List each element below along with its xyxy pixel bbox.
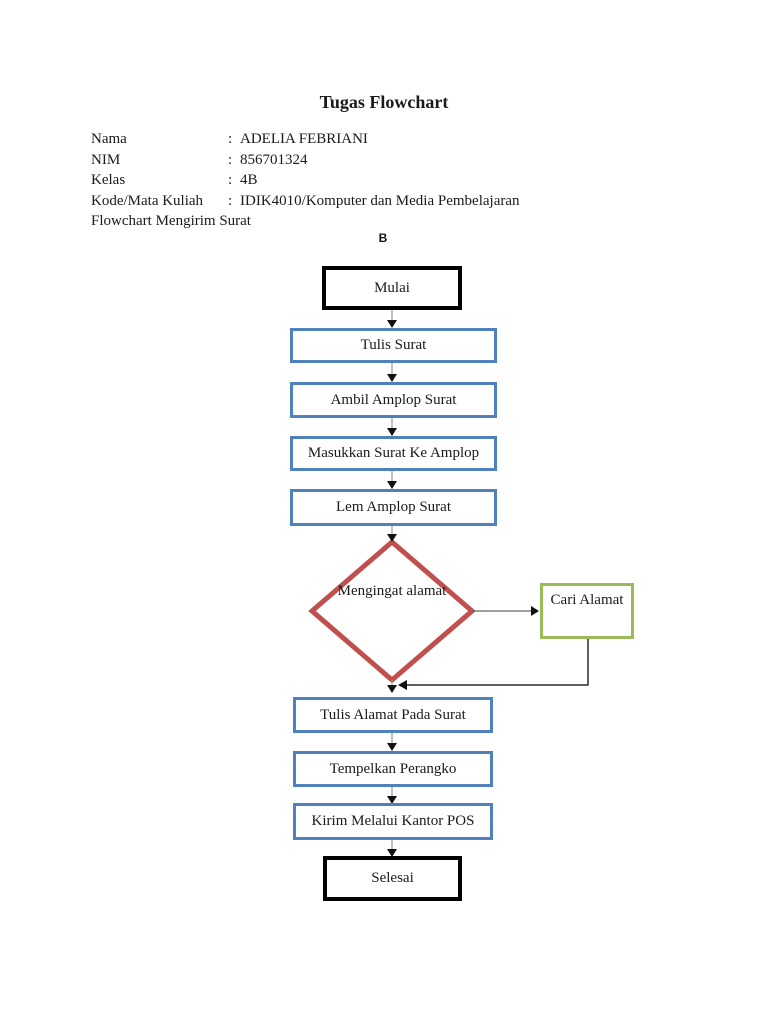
info-row-nama: Nama : ADELIA FEBRIANI (91, 129, 651, 150)
flow-node-lem-amplop: Lem Amplop Surat (290, 489, 497, 526)
page-title: Tugas Flowchart (319, 92, 449, 112)
info-colon: : (228, 131, 233, 147)
flow-node-masukkan-surat: Masukkan Surat Ke Amplop (290, 436, 497, 471)
flow-node-label: Lem Amplop Surat (336, 499, 451, 515)
flow-node-label: Masukkan Surat Ke Amplop (307, 445, 480, 461)
flow-node-label: Tempelkan Perangko (329, 760, 457, 777)
info-colon: : (228, 172, 233, 188)
info-row-nim: NIM : 856701324 (91, 150, 651, 171)
flow-node-label: Kirim Melalui Kantor POS (311, 813, 475, 829)
flow-node-mulai: Mulai (322, 266, 462, 310)
flow-node-label: Selesai (371, 870, 414, 886)
flow-node-cari-alamat: Cari Alamat (540, 583, 634, 639)
info-value: ADELIA FEBRIANI (240, 131, 368, 147)
info-label: Kode/Mata Kuliah (91, 192, 204, 209)
flow-node-kirim-kantor-pos: Kirim Melalui Kantor POS (293, 803, 493, 840)
section-label-b: B (378, 231, 388, 245)
info-colon: : (228, 151, 233, 168)
info-row-mata-kuliah: Kode/Mata Kuliah : IDIK4010/Komputer dan… (91, 191, 651, 212)
info-row-kelas: Kelas : 4B (91, 170, 651, 191)
flow-node-tempelkan-perangko: Tempelkan Perangko (293, 751, 493, 787)
flow-node-label: Tulis Alamat Pada Surat (320, 706, 466, 723)
info-label: Nama (91, 131, 127, 147)
flow-node-selesai: Selesai (323, 856, 462, 901)
info-label: Kelas (91, 172, 126, 188)
flow-node-mengingat-alamat-label: Mengingat alamat (312, 583, 472, 600)
flow-node-label: Cari Alamat (550, 592, 624, 608)
flowchart-subtitle: Flowchart Mengirim Surat (91, 213, 251, 229)
info-value: 856701324 (240, 151, 308, 168)
flow-node-label: Mulai (374, 279, 410, 296)
flow-node-label: Mengingat alamat (337, 583, 447, 599)
flow-node-label: Tulis Surat (360, 337, 427, 353)
flow-node-label: Ambil Amplop Surat (330, 391, 457, 408)
student-info: Nama : ADELIA FEBRIANI NIM : 856701324 K… (91, 129, 651, 232)
info-value: 4B (240, 172, 258, 188)
flow-node-tulis-surat: Tulis Surat (290, 328, 497, 363)
info-label: NIM (91, 151, 121, 168)
flow-node-ambil-amplop: Ambil Amplop Surat (290, 382, 497, 418)
info-value: IDIK4010/Komputer dan Media Pembelajaran (240, 192, 520, 209)
flow-node-tulis-alamat: Tulis Alamat Pada Surat (293, 697, 493, 733)
decision-diamond-shape (308, 538, 476, 684)
info-colon: : (228, 192, 233, 209)
elbow-connector (407, 638, 589, 686)
